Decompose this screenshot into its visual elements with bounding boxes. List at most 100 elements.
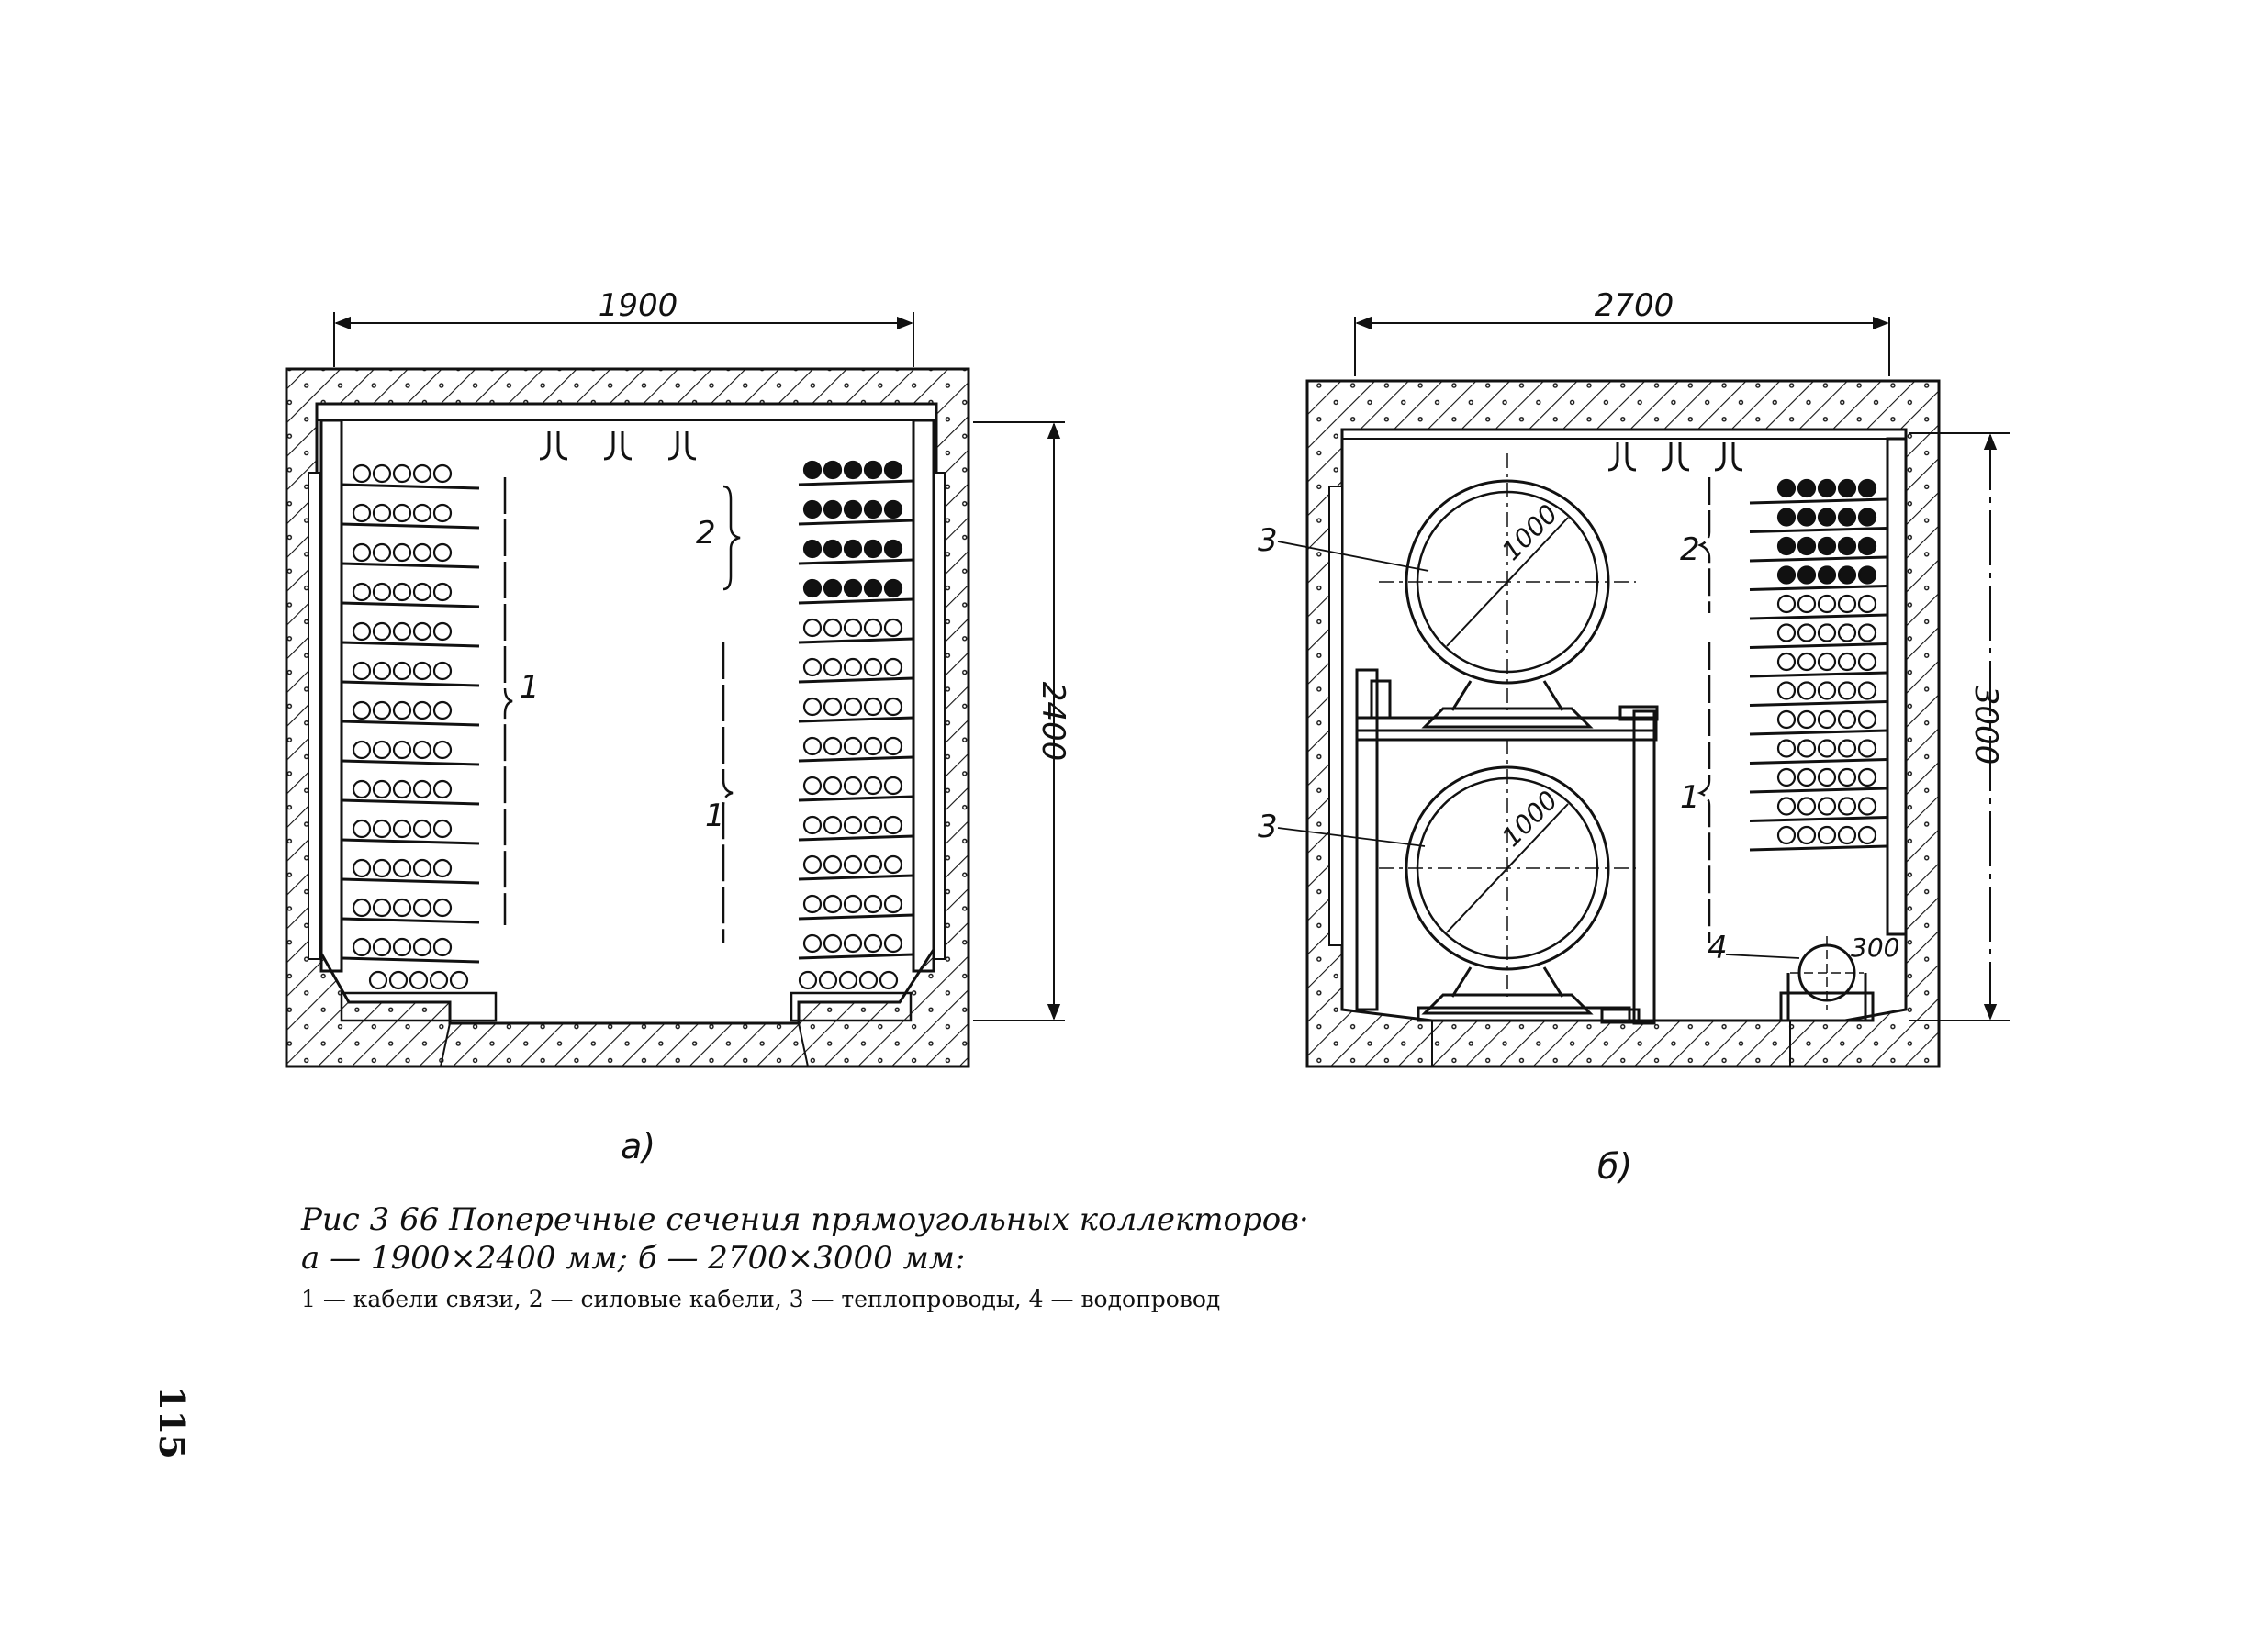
- cable-shelf: [798, 597, 914, 605]
- comm-cable: [843, 933, 863, 954]
- cable-shelf: [1749, 758, 1888, 765]
- comm-cable: [432, 898, 453, 918]
- comm-cable: [879, 970, 899, 990]
- comm-cable: [823, 894, 843, 914]
- comm-cable: [1797, 623, 1817, 642]
- water-pipe-diameter-label: 300: [1851, 932, 1899, 963]
- cable-shelf: [341, 522, 480, 530]
- comm-cable: [1797, 767, 1817, 787]
- power-cable: [1837, 508, 1857, 527]
- cable-shelf: [798, 834, 914, 842]
- cable-shelf: [1749, 844, 1888, 852]
- collector-b-callout-water: 4: [1708, 930, 1728, 966]
- cable-shelf: [1749, 497, 1888, 505]
- comm-cable: [823, 854, 843, 875]
- comm-cable: [1837, 739, 1857, 758]
- comm-cable: [1797, 594, 1817, 614]
- comm-cable: [352, 819, 372, 839]
- collector-a-right-rack: [912, 419, 935, 973]
- comm-cable: [1797, 681, 1817, 700]
- comm-cable: [1837, 652, 1857, 672]
- comm-cable: [432, 858, 453, 878]
- power-cable: [883, 539, 903, 559]
- comm-cable: [432, 582, 453, 602]
- comm-cable: [883, 776, 903, 796]
- comm-cable: [1776, 825, 1797, 845]
- comm-cable: [843, 854, 863, 875]
- comm-cable: [372, 700, 392, 720]
- comm-cable: [823, 697, 843, 717]
- comm-cable: [802, 894, 823, 914]
- comm-cable: [1857, 797, 1877, 816]
- comm-cable: [1776, 767, 1797, 787]
- comm-cable: [883, 854, 903, 875]
- comm-cable: [823, 776, 843, 796]
- cable-shelf: [1749, 642, 1888, 649]
- comm-cable: [802, 618, 823, 638]
- comm-cable: [372, 582, 392, 602]
- comm-cable: [863, 776, 883, 796]
- cable-shelf: [341, 877, 480, 885]
- cable-shelf: [341, 759, 480, 766]
- caption-dimensions: а — 1900×2400 мм; б — 2700×3000 мм:: [301, 1240, 966, 1277]
- comm-cable: [1776, 623, 1797, 642]
- comm-cable: [412, 661, 432, 681]
- power-cable: [823, 578, 843, 598]
- cable-shelf: [1749, 671, 1888, 678]
- comm-cable: [802, 933, 823, 954]
- comm-cable: [432, 463, 453, 484]
- power-cable: [843, 578, 863, 598]
- comm-cable: [429, 970, 449, 990]
- power-cable: [1797, 565, 1817, 585]
- comm-cable: [372, 542, 392, 563]
- comm-cable: [1817, 681, 1837, 700]
- comm-cable: [392, 937, 412, 957]
- cable-shelf: [341, 641, 480, 648]
- comm-cable: [823, 933, 843, 954]
- comm-cable: [1817, 739, 1837, 758]
- comm-cable: [372, 937, 392, 957]
- comm-cable: [352, 700, 372, 720]
- comm-cable: [1857, 709, 1877, 730]
- comm-cable: [412, 898, 432, 918]
- collector-a-callout-comm-right: 1: [705, 798, 725, 834]
- comm-cable: [823, 618, 843, 638]
- comm-cable: [802, 697, 823, 717]
- water-pipe: [1779, 936, 1875, 1022]
- comm-cable: [412, 542, 432, 563]
- comm-cable: [372, 819, 392, 839]
- comm-cable: [858, 970, 879, 990]
- collector-a-height-label: 2400: [1035, 682, 1071, 762]
- comm-cable: [392, 819, 412, 839]
- cable-shelf: [341, 720, 480, 727]
- pipe-saddle-leg: [1450, 680, 1564, 711]
- cable-shelf: [798, 637, 914, 644]
- cross-section-drawing: 2 1 1 1900 2400 а): [285, 287, 2010, 1187]
- comm-cable: [1837, 681, 1857, 700]
- comm-cable: [1817, 652, 1837, 672]
- comm-cable: [392, 740, 412, 760]
- comm-cable: [432, 661, 453, 681]
- comm-cable: [392, 621, 412, 642]
- comm-cable: [412, 621, 432, 642]
- collector-b-sublabel: б): [1597, 1146, 1632, 1187]
- comm-cable: [883, 933, 903, 954]
- comm-cable: [352, 740, 372, 760]
- comm-cable: [352, 779, 372, 799]
- comm-cable: [388, 970, 409, 990]
- collector-a-left-rack: [319, 419, 343, 973]
- comm-cable: [412, 740, 432, 760]
- comm-cable: [1837, 825, 1857, 845]
- comm-cable: [823, 657, 843, 677]
- comm-cable: [843, 618, 863, 638]
- power-cable: [1797, 508, 1817, 527]
- comm-cable: [392, 582, 412, 602]
- comm-cable: [392, 661, 412, 681]
- collector-b-right-rack: [1886, 437, 1908, 936]
- power-cable: [823, 499, 843, 519]
- power-cable: [1837, 536, 1857, 556]
- power-cable: [863, 499, 883, 519]
- comm-cable: [432, 700, 453, 720]
- comm-cable: [1797, 652, 1817, 672]
